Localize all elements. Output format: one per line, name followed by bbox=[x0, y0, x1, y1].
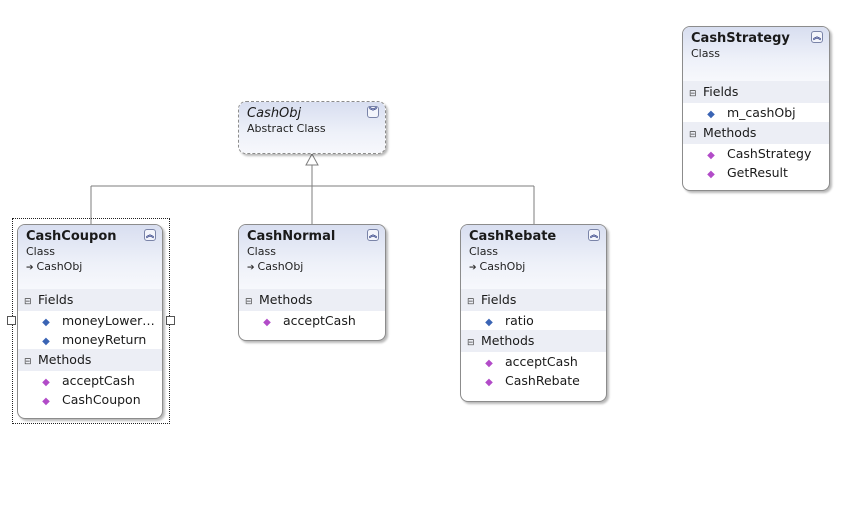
member-method[interactable]: ◆ acceptCash bbox=[461, 352, 606, 371]
field-icon: ◆ bbox=[485, 317, 493, 328]
section-title: Methods bbox=[481, 333, 535, 348]
inheritance-arrow-icon: ➔ bbox=[247, 263, 255, 273]
member-label: acceptCash bbox=[505, 354, 578, 369]
section-fields[interactable]: ⊟ Fields bbox=[18, 289, 162, 311]
section-collapse-icon[interactable]: ⊟ bbox=[24, 297, 32, 307]
member-field[interactable]: ◆ moneyLowerB... bbox=[18, 311, 162, 330]
expand-chevron-icon[interactable]: ︾ bbox=[367, 106, 379, 118]
member-label: moneyLowerB... bbox=[62, 313, 162, 328]
section-title: Fields bbox=[38, 292, 74, 307]
collapse-chevron-icon[interactable]: ︽ bbox=[811, 31, 823, 43]
section-methods[interactable]: ⊟ Methods bbox=[18, 349, 162, 371]
collapse-chevron-icon[interactable]: ︽ bbox=[144, 229, 156, 241]
member-method[interactable]: ◆ CashStrategy bbox=[683, 144, 829, 163]
resize-handle-left[interactable] bbox=[7, 316, 16, 325]
section-collapse-icon[interactable]: ⊟ bbox=[689, 130, 697, 140]
class-cashobj[interactable]: CashObj Abstract Class ︾ bbox=[238, 101, 386, 154]
method-icon: ◆ bbox=[485, 377, 493, 388]
section-collapse-icon[interactable]: ⊟ bbox=[467, 297, 475, 307]
section-collapse-icon[interactable]: ⊟ bbox=[467, 338, 475, 348]
inheritance-arrow-icon: ➔ bbox=[469, 263, 477, 273]
section-collapse-icon[interactable]: ⊟ bbox=[689, 89, 697, 99]
class-header: CashNormal Class ➔CashObj ︽ bbox=[239, 225, 385, 289]
section-methods[interactable]: ⊟ Methods bbox=[683, 122, 829, 144]
class-cashnormal[interactable]: CashNormal Class ➔CashObj ︽ ⊟ Methods ◆ ac… bbox=[238, 224, 386, 341]
member-label: CashRebate bbox=[505, 373, 580, 388]
member-label: ratio bbox=[505, 313, 534, 328]
inheritance-arrow-icon: ➔ bbox=[26, 263, 34, 273]
member-field[interactable]: ◆ ratio bbox=[461, 311, 606, 330]
method-icon: ◆ bbox=[42, 396, 50, 407]
member-method[interactable]: ◆ CashCoupon bbox=[18, 390, 162, 409]
method-icon: ◆ bbox=[707, 169, 715, 180]
section-methods[interactable]: ⊟ Methods bbox=[239, 289, 385, 311]
member-method[interactable]: ◆ GetResult bbox=[683, 163, 829, 182]
class-header: CashObj Abstract Class ︾ bbox=[239, 102, 385, 153]
resize-handle-right[interactable] bbox=[166, 316, 175, 325]
section-title: Fields bbox=[481, 292, 517, 307]
collapse-chevron-icon[interactable]: ︽ bbox=[367, 229, 379, 241]
section-title: Fields bbox=[703, 84, 739, 99]
section-collapse-icon[interactable]: ⊟ bbox=[24, 357, 32, 367]
class-name: CashObj bbox=[247, 106, 302, 121]
member-method[interactable]: ◆ acceptCash bbox=[18, 371, 162, 390]
class-base: ➔CashObj bbox=[247, 259, 377, 276]
section-title: Methods bbox=[259, 292, 313, 307]
section-collapse-icon[interactable]: ⊟ bbox=[245, 297, 253, 307]
class-stereotype: Class bbox=[26, 245, 55, 258]
class-name: CashCoupon bbox=[26, 229, 117, 244]
member-method[interactable]: ◆ CashRebate bbox=[461, 371, 606, 390]
class-base: ➔CashObj bbox=[26, 259, 154, 276]
class-cashcoupon[interactable]: CashCoupon Class ➔CashObj ︽ ⊟ Fields ◆ mon… bbox=[17, 224, 163, 419]
section-fields[interactable]: ⊟ Fields bbox=[683, 81, 829, 103]
class-name: CashRebate bbox=[469, 229, 557, 244]
member-label: acceptCash bbox=[283, 313, 356, 328]
class-stereotype: Abstract Class bbox=[247, 122, 326, 135]
member-label: GetResult bbox=[727, 165, 788, 180]
section-fields[interactable]: ⊟ Fields bbox=[461, 289, 606, 311]
class-stereotype: Class bbox=[691, 47, 720, 60]
class-cashrebate[interactable]: CashRebate Class ➔CashObj ︽ ⊟ Fields ◆ rat… bbox=[460, 224, 607, 402]
class-base: ➔CashObj bbox=[469, 259, 598, 276]
collapse-chevron-icon[interactable]: ︽ bbox=[588, 229, 600, 241]
member-method[interactable]: ◆ acceptCash bbox=[239, 311, 385, 330]
inheritance-arrowhead bbox=[305, 152, 319, 166]
member-label: CashCoupon bbox=[62, 392, 141, 407]
section-methods[interactable]: ⊟ Methods bbox=[461, 330, 606, 352]
class-stereotype: Class bbox=[469, 245, 498, 258]
class-cashstrategy[interactable]: CashStrategy Class ︽ ⊟Fields ◆m_cashObj … bbox=[682, 26, 830, 191]
class-header: CashRebate Class ➔CashObj ︽ bbox=[461, 225, 606, 289]
class-name: CashNormal bbox=[247, 229, 336, 244]
method-icon: ◆ bbox=[42, 377, 50, 388]
field-icon: ◆ bbox=[707, 109, 715, 120]
section-title: Methods bbox=[703, 125, 757, 140]
class-stereotype: Class bbox=[247, 245, 276, 258]
member-label: acceptCash bbox=[62, 373, 135, 388]
class-header: CashStrategy Class ︽ bbox=[683, 27, 829, 81]
base-class-name: CashObj bbox=[36, 260, 83, 273]
field-icon: ◆ bbox=[42, 317, 50, 328]
member-label: CashStrategy bbox=[727, 146, 812, 161]
class-name: CashStrategy bbox=[691, 31, 790, 46]
member-label: m_cashObj bbox=[727, 105, 796, 120]
member-field[interactable]: ◆ m_cashObj bbox=[683, 103, 829, 122]
method-icon: ◆ bbox=[707, 150, 715, 161]
base-class-name: CashObj bbox=[257, 260, 304, 273]
class-header: CashCoupon Class ➔CashObj ︽ bbox=[18, 225, 162, 289]
member-label: moneyReturn bbox=[62, 332, 147, 347]
member-field[interactable]: ◆ moneyReturn bbox=[18, 330, 162, 349]
section-title: Methods bbox=[38, 352, 92, 367]
method-icon: ◆ bbox=[263, 317, 271, 328]
method-icon: ◆ bbox=[485, 358, 493, 369]
base-class-name: CashObj bbox=[479, 260, 526, 273]
field-icon: ◆ bbox=[42, 336, 50, 347]
